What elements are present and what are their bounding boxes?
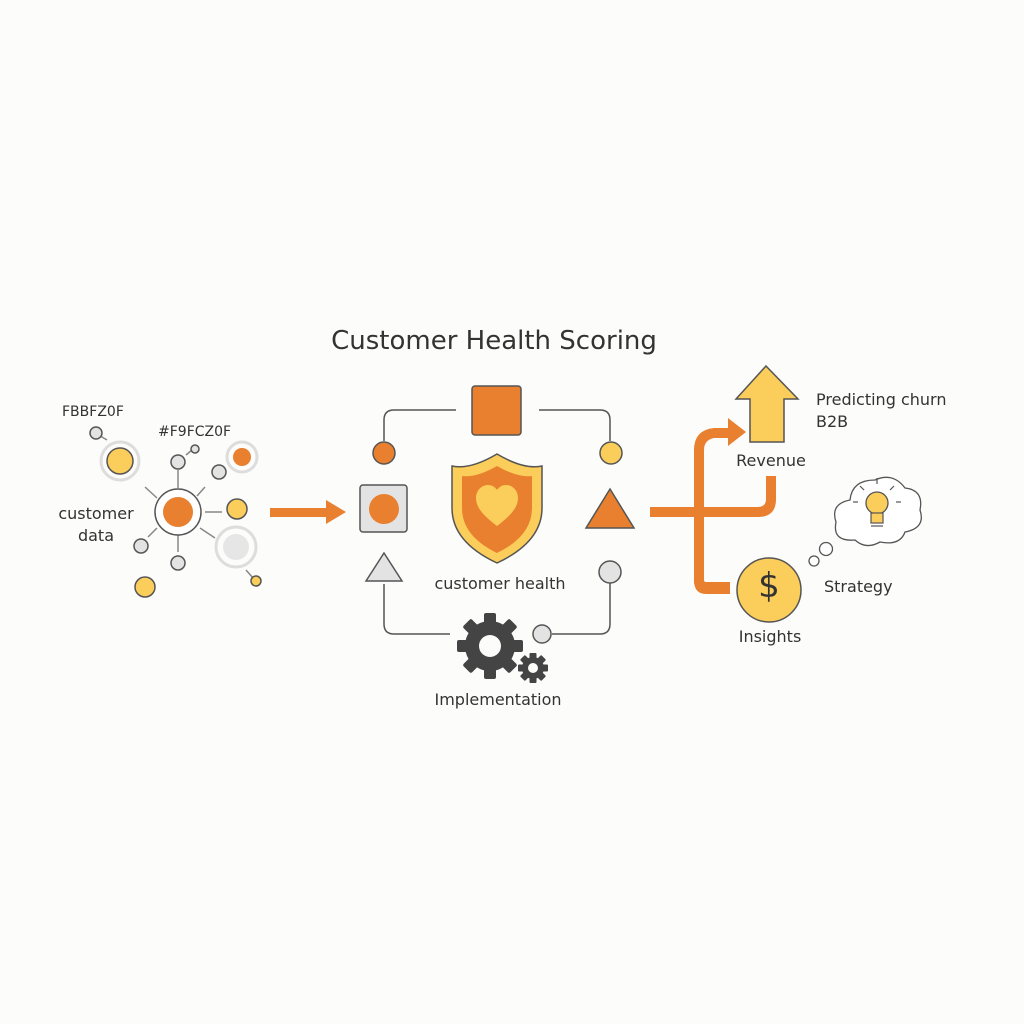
customer-data-label-line1: customer	[58, 504, 134, 523]
process-node-grey-dot	[598, 560, 622, 584]
process-node-grey-dot-small	[532, 624, 552, 644]
process-node-orange-triangle	[584, 487, 636, 529]
spoke	[147, 527, 158, 538]
diagram-title: Customer Health Scoring	[331, 326, 657, 356]
process-input-dot	[369, 494, 399, 524]
node-halo	[225, 440, 259, 474]
customer-data-label: customer data	[58, 503, 133, 547]
side-note: Predicting churn B2B	[816, 389, 946, 433]
node-grey	[133, 538, 149, 554]
process-node-grey-triangle	[364, 551, 404, 582]
dollar-glyph: $	[758, 566, 780, 606]
side-note-line1: Predicting churn	[816, 390, 947, 409]
node-halo	[214, 525, 258, 569]
hex-label-top-left: FBBFZ0F	[62, 404, 124, 420]
strategy-label: Strategy	[824, 577, 893, 596]
node-grey	[170, 454, 186, 470]
loop-connector-bottom-left	[383, 584, 450, 635]
hex-label-top-mid: #F9FCZ0F	[158, 424, 232, 440]
process-loop	[383, 409, 611, 635]
node-yellow	[106, 447, 134, 475]
spoke	[144, 486, 158, 499]
dollar-coin-icon	[736, 557, 802, 623]
node-grey	[170, 555, 186, 571]
flow-arrow-out	[650, 418, 776, 594]
spoke	[245, 569, 254, 579]
node-yellow	[134, 576, 156, 598]
hub-node	[163, 497, 193, 527]
node-grey-tiny	[190, 444, 200, 454]
process-node-yellow-dot	[599, 441, 623, 465]
customer-data-cluster	[89, 426, 262, 598]
node-yellow	[226, 498, 248, 520]
node-grey	[211, 464, 227, 480]
loop-connector-top-left	[383, 409, 456, 441]
node-grey-small	[89, 426, 103, 440]
loop-connector-top-right	[539, 409, 611, 441]
node-halo	[99, 440, 141, 482]
side-note-line2: B2B	[816, 412, 849, 431]
gears-icon	[457, 613, 548, 683]
node-yellow-small	[250, 575, 262, 587]
cluster-spokes	[96, 433, 254, 579]
process-node-square	[471, 385, 522, 436]
implementation-label: Implementation	[434, 690, 562, 709]
spoke	[199, 527, 216, 539]
customer-data-label-line2: data	[77, 526, 115, 545]
insights-label: Insights	[738, 627, 802, 646]
revenue-up-arrow-icon	[734, 364, 800, 443]
loop-connector-bottom-right	[552, 583, 611, 635]
revenue-label: Revenue	[736, 451, 806, 470]
process-node-orange-dot	[372, 441, 396, 465]
shield-heart-icon	[451, 453, 543, 564]
customer-health-label: customer health	[434, 574, 566, 593]
flow-arrow-in	[270, 500, 346, 524]
spoke	[196, 486, 206, 497]
node-grey-large	[223, 534, 249, 560]
lightbulb-thought-icon	[808, 476, 922, 567]
node-orange	[233, 448, 251, 466]
